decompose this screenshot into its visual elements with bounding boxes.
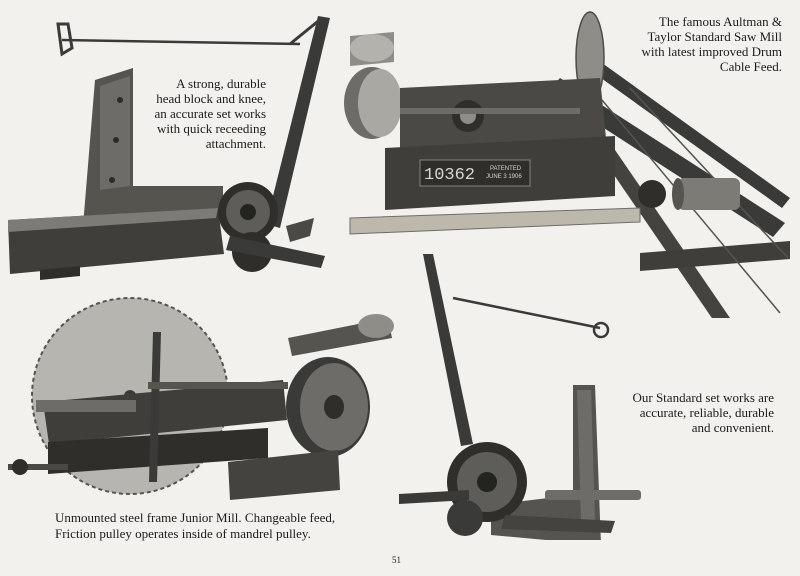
head-block-caption: A strong, durable head block and knee, a… bbox=[154, 76, 266, 151]
set-works-caption: Our Standard set works are accurate, rel… bbox=[632, 390, 774, 435]
page-number: 51 bbox=[392, 555, 401, 565]
saw-mill-caption: The famous Aultman & Taylor Standard Saw… bbox=[641, 14, 782, 74]
patent-label: PATENTED bbox=[490, 166, 522, 172]
head-block-illustration bbox=[0, 0, 345, 295]
junior-mill-caption: Unmounted steel frame Junior Mill. Chang… bbox=[55, 510, 336, 541]
set-works-illustration bbox=[395, 250, 650, 540]
serial-number: 10362 bbox=[424, 166, 475, 185]
junior-mill-illustration bbox=[8, 292, 403, 507]
saw-mill-illustration: 10362 PATENTED JUNE 3 1906 bbox=[340, 8, 795, 318]
patent-date: JUNE 3 1906 bbox=[486, 174, 522, 180]
